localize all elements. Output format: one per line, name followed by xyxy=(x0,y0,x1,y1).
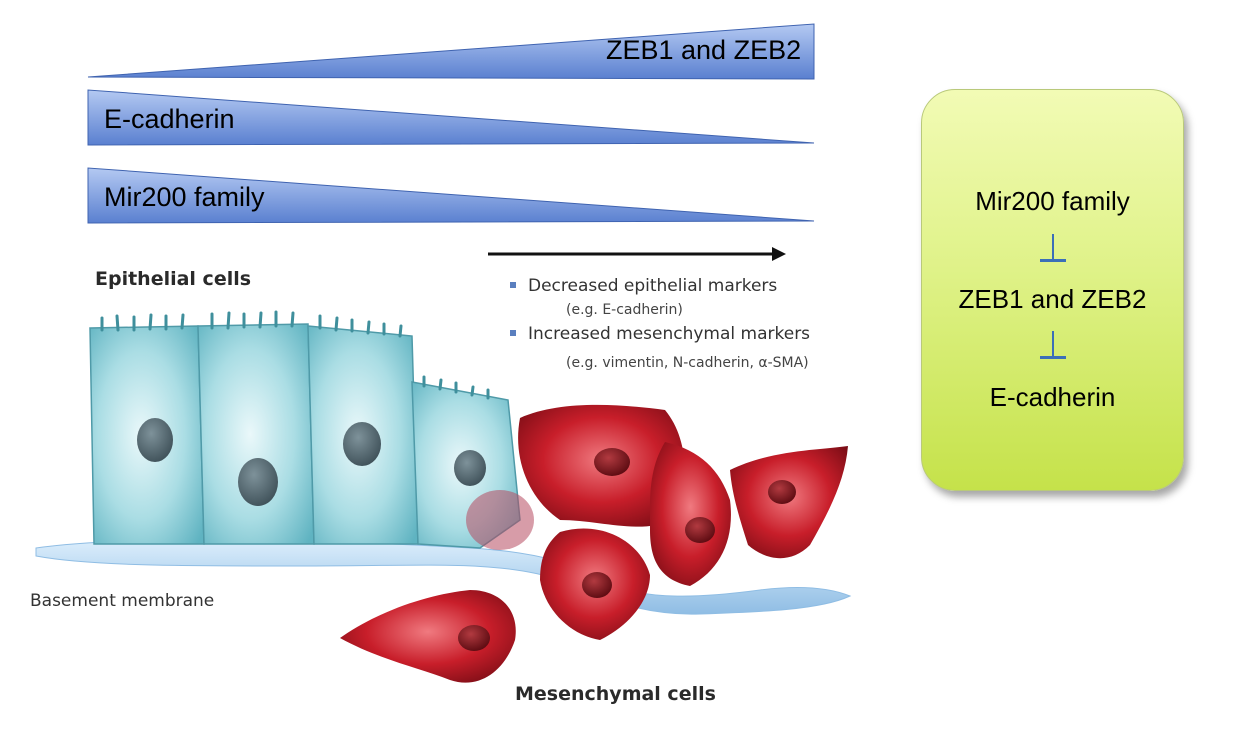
bullet-increased-text: Increased mesenchymal markers xyxy=(528,324,811,344)
inhibit-arrow-icon xyxy=(1040,234,1066,262)
pathway-item-mir200: Mir200 family xyxy=(975,186,1130,216)
mesenchymal-cells xyxy=(340,404,848,683)
ecadherin-label: E-cadherin xyxy=(104,104,235,134)
epithelial-cells xyxy=(89,310,521,549)
bullet-decreased-text: Decreased epithelial markers xyxy=(528,276,778,296)
transition-zone xyxy=(466,490,534,550)
epithelial-label: Epithelial cells xyxy=(95,268,252,290)
bullet-decreased: Decreased epithelial markers xyxy=(510,276,777,296)
bullet-icon xyxy=(510,329,516,336)
bullet-decreased-example: (e.g. E-cadherin) xyxy=(566,302,683,318)
pathway-item-ecadherin: E-cadherin xyxy=(989,382,1116,412)
basement-membrane-label: Basement membrane xyxy=(30,591,215,611)
ecadherin-wedge xyxy=(87,89,815,146)
pathway-box: Mir200 family ZEB1 and ZEB2 E-cadherin xyxy=(921,89,1184,491)
mir200-label: Mir200 family xyxy=(104,182,265,212)
bullet-icon xyxy=(510,281,516,288)
arrow-head-icon xyxy=(772,247,786,261)
mir200-wedge xyxy=(87,167,815,224)
zeb-label: ZEB1 and ZEB2 xyxy=(606,35,802,65)
pathway-item-zeb: ZEB1 and ZEB2 xyxy=(958,284,1147,314)
zeb-wedge xyxy=(87,23,815,80)
inhibit-arrow-icon xyxy=(1040,331,1066,359)
bullet-increased: Increased mesenchymal markers xyxy=(510,324,810,344)
bullet-increased-example: (e.g. vimentin, N-cadherin, α-SMA) xyxy=(566,355,809,371)
mesenchymal-label: Mesenchymal cells xyxy=(515,683,716,705)
